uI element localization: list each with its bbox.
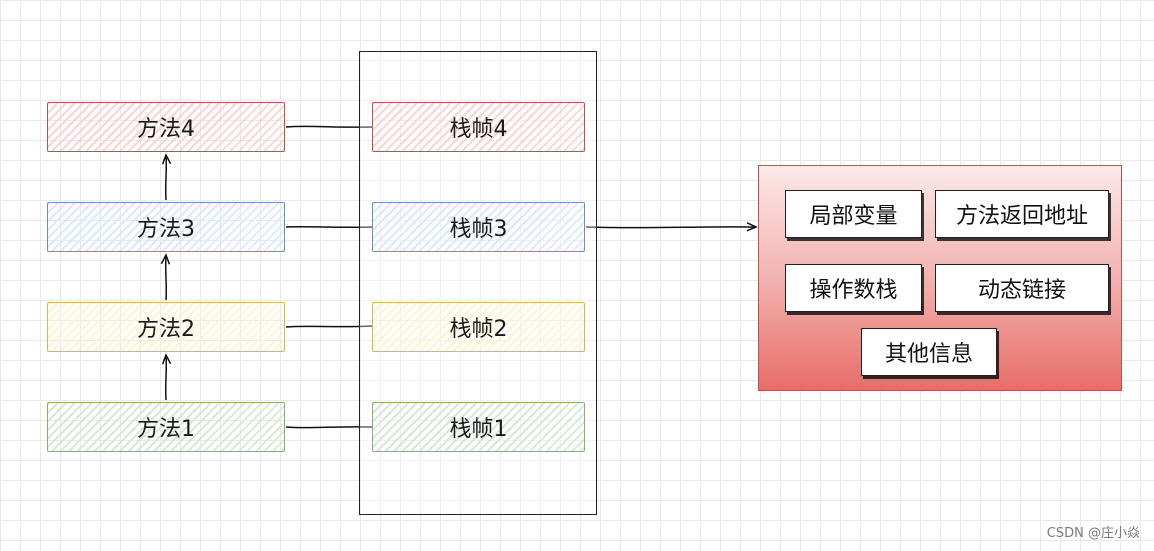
method-4-label: 方法4	[137, 117, 195, 142]
arrow-method3-to-method4	[161, 153, 172, 201]
detail-local-variables: 局部变量	[785, 190, 922, 238]
stack-frame-4-label: 栈帧4	[449, 117, 508, 142]
detail-other-info-label: 其他信息	[884, 342, 973, 367]
detail-operand-stack: 操作数栈	[785, 264, 922, 312]
detail-local-variables-label: 局部变量	[809, 204, 898, 229]
detail-dynamic-linking: 动态链接	[935, 264, 1109, 312]
method-3-label: 方法3	[137, 217, 195, 242]
detail-return-address-label: 方法返回地址	[955, 204, 1088, 229]
arrow-method2-to-method3	[160, 253, 171, 301]
method-1: 方法1	[47, 402, 285, 452]
arrow-method1-to-method2	[161, 353, 172, 401]
method-2: 方法2	[47, 302, 285, 352]
detail-operand-stack-label: 操作数栈	[809, 278, 898, 303]
stack-frame-1-label: 栈帧1	[449, 417, 508, 442]
method-4: 方法4	[47, 102, 285, 152]
stack-frame-3-label: 栈帧3	[449, 217, 508, 242]
arrow-frame3-to-details	[585, 222, 758, 232]
method-1-label: 方法1	[137, 417, 195, 442]
detail-dynamic-linking-label: 动态链接	[977, 278, 1066, 303]
stack-frame-1: 栈帧1	[372, 402, 585, 452]
detail-other-info: 其他信息	[861, 328, 997, 376]
detail-return-address: 方法返回地址	[935, 190, 1109, 238]
method-2-label: 方法2	[137, 317, 195, 342]
stack-frame-3: 栈帧3	[372, 202, 585, 252]
watermark: CSDN @庄小焱	[1046, 526, 1140, 541]
stack-frame-2: 栈帧2	[372, 302, 585, 352]
stack-frame-4: 栈帧4	[372, 102, 585, 152]
frame-detail-panel: 局部变量 方法返回地址 操作数栈 动态链接 其他信息	[758, 165, 1122, 391]
method-3: 方法3	[47, 202, 285, 252]
stack-frame-2-label: 栈帧2	[449, 317, 508, 342]
